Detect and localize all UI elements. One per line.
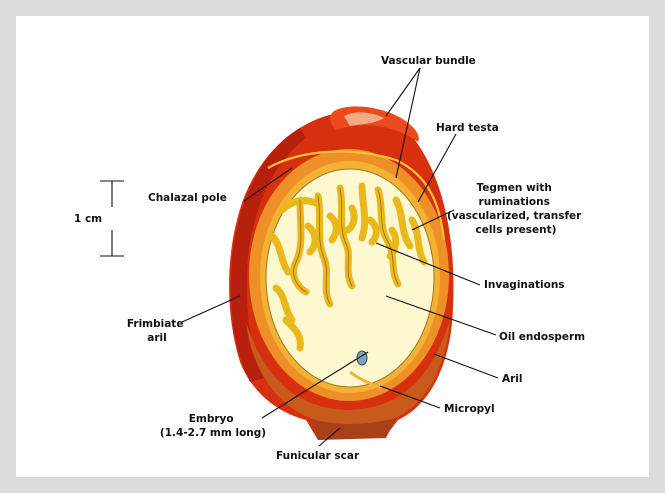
label-tegmen-line-3: (vascularized, transfer bbox=[447, 210, 582, 222]
scale-label: 1 cm bbox=[74, 213, 102, 225]
figure-panel: 1 cm Vascular bundle Hard testa Tegmen w… bbox=[16, 16, 649, 477]
label-micropyl: Micropyl bbox=[444, 403, 495, 415]
label-embryo-line-1: Embryo bbox=[189, 413, 234, 425]
rumination-branch bbox=[362, 186, 365, 238]
label-embryo: Embryo (1.4-2.7 mm long) bbox=[160, 413, 266, 439]
label-tegmen: Tegmen with ruminations (vascularized, t… bbox=[447, 182, 585, 236]
label-fimbriate-aril: Frimbiate aril bbox=[127, 318, 187, 344]
label-fimbriate-aril-line-1: Frimbiate bbox=[127, 318, 184, 330]
label-fimbriate-aril-line-2: aril bbox=[147, 332, 166, 344]
label-tegmen-line-1: Tegmen with bbox=[476, 182, 551, 194]
seed-body bbox=[229, 106, 453, 440]
label-embryo-line-2: (1.4-2.7 mm long) bbox=[160, 427, 266, 439]
scale-bar: 1 cm bbox=[74, 181, 124, 256]
label-tegmen-line-2: ruminations bbox=[479, 196, 550, 208]
label-aril: Aril bbox=[502, 373, 523, 385]
label-oil-endosperm: Oil endosperm bbox=[499, 331, 585, 343]
label-invaginations: Invaginations bbox=[484, 279, 565, 291]
seed-cross-section-diagram: 1 cm Vascular bundle Hard testa Tegmen w… bbox=[16, 16, 649, 477]
label-vascular-bundle: Vascular bundle bbox=[381, 55, 476, 67]
label-hard-testa: Hard testa bbox=[436, 122, 499, 134]
label-tegmen-line-4: cells present) bbox=[476, 224, 557, 236]
label-chalazal-pole: Chalazal pole bbox=[148, 192, 227, 204]
label-funicular-scar: Funicular scar bbox=[276, 450, 360, 462]
